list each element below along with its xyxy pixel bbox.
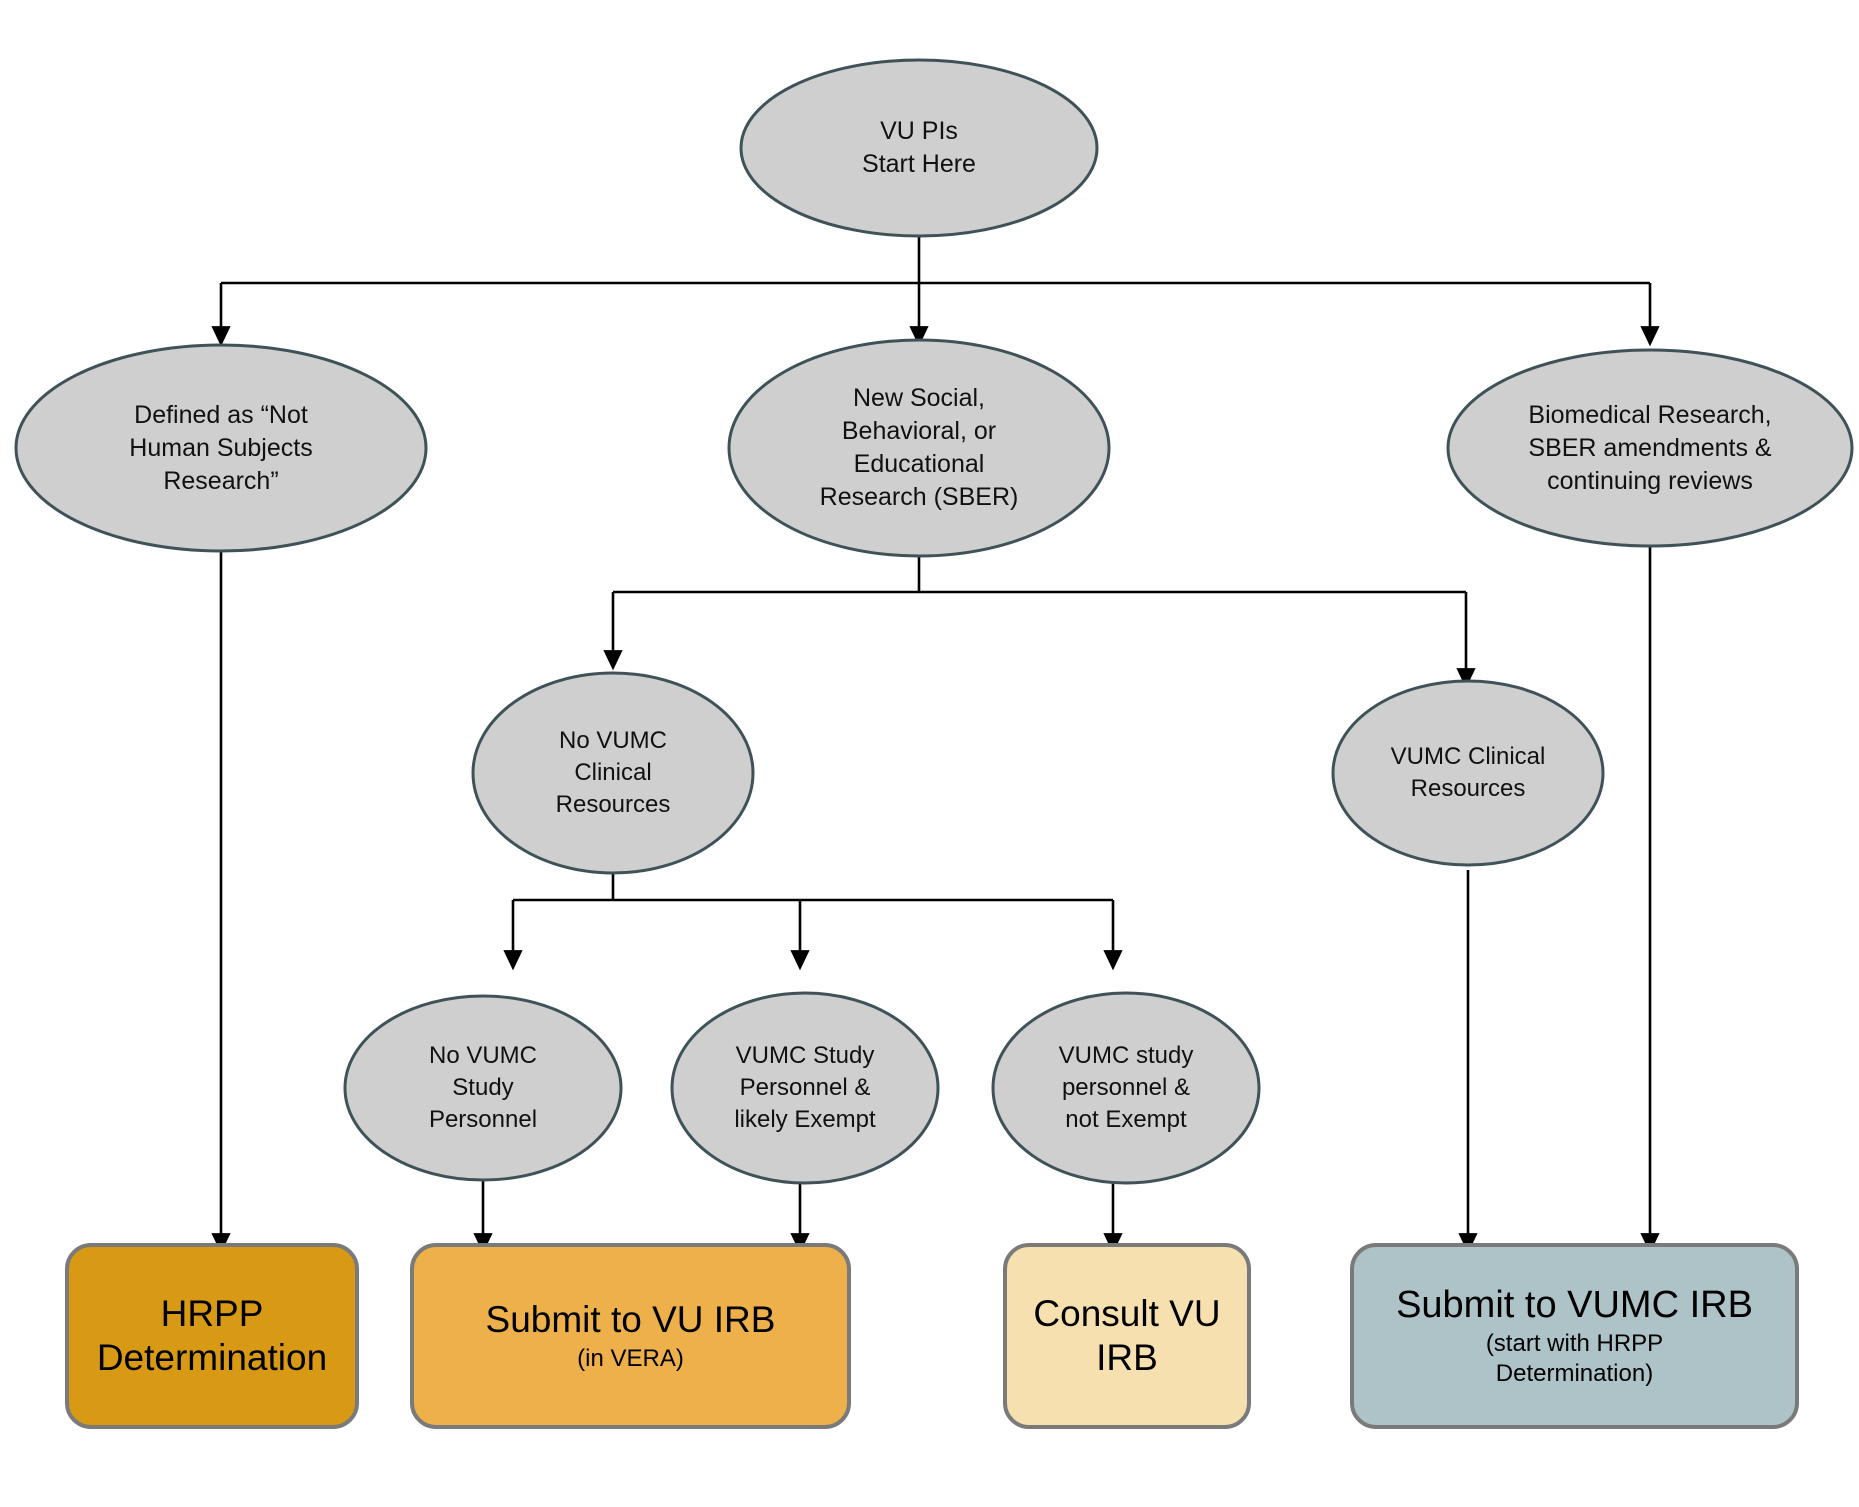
node-biomedical[interactable] xyxy=(1446,348,1854,548)
outcome-vu-irb-box[interactable] xyxy=(410,1243,851,1429)
node-no-vumc-personnel[interactable] xyxy=(343,994,623,1182)
node-vumc-personnel-not-exempt[interactable] xyxy=(991,991,1261,1185)
node-vumc-personnel-exempt[interactable] xyxy=(670,991,940,1185)
outcome-vumc-irb-box[interactable] xyxy=(1350,1243,1799,1429)
node-sber[interactable] xyxy=(727,338,1111,558)
outcome-hrpp-box[interactable] xyxy=(65,1243,359,1429)
node-not-human-subjects[interactable] xyxy=(14,343,428,553)
node-start[interactable] xyxy=(739,58,1099,238)
node-vumc-clinical[interactable] xyxy=(1331,679,1605,867)
node-no-vumc-clinical[interactable] xyxy=(471,671,755,875)
outcome-consult-box[interactable] xyxy=(1003,1243,1251,1429)
